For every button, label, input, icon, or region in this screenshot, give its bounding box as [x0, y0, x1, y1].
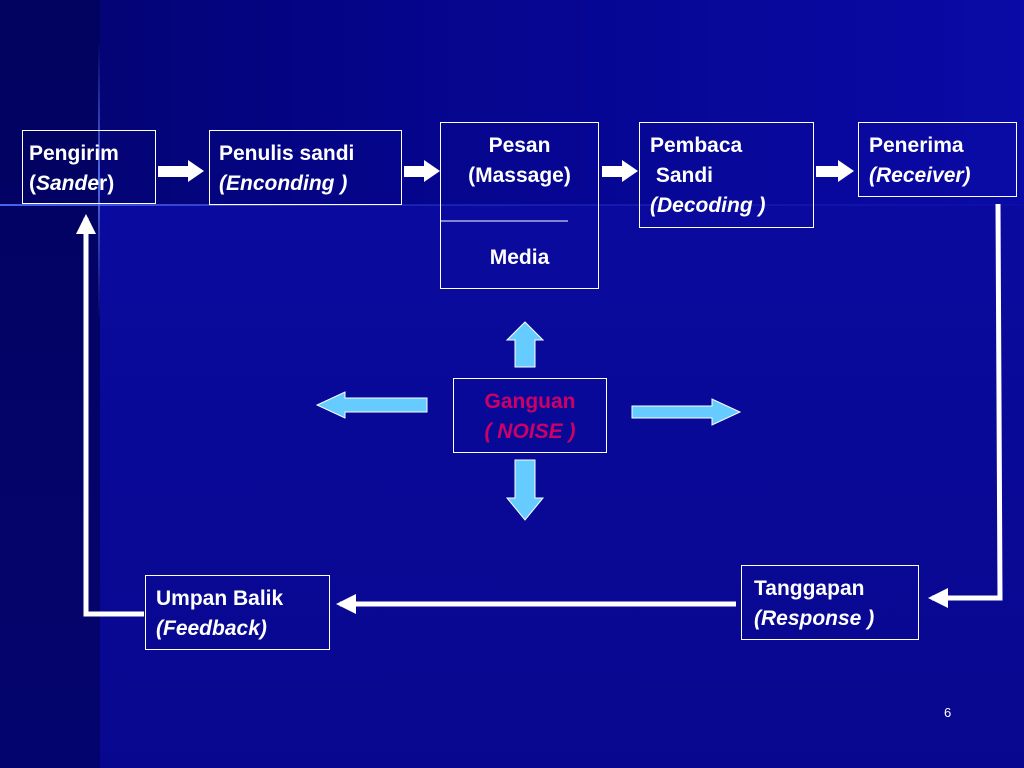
sender-label: Pengirim: [29, 142, 119, 165]
receiver-sublabel: (Receiver): [869, 164, 971, 187]
receiver-label: Penerima: [869, 134, 964, 157]
noise-arrow-right: [631, 398, 742, 426]
arrow-receiver-to-response: [928, 203, 1003, 608]
sender-sublabel-suffix: r): [99, 172, 115, 195]
decoder-sublabel: Sandi: [650, 164, 714, 187]
noise-sublabel: ( NOISE ): [484, 420, 576, 443]
sender-box: Pengirim (Sander): [22, 130, 156, 204]
response-sublabel: (Response ): [754, 607, 875, 630]
feedback-label: Umpan Balik: [156, 587, 284, 610]
noise-label: Ganguan: [484, 390, 576, 413]
decoder-italic: (Decoding ): [650, 194, 766, 217]
feedback-box: Umpan Balik (Feedback): [145, 575, 330, 650]
message-label: Pesan: [488, 134, 551, 157]
arrow-feedback-to-sender: [76, 214, 144, 617]
message-box: Pesan (Massage) Media: [440, 122, 599, 289]
slide-number: 6: [944, 705, 952, 720]
encoder-sublabel: (Enconding ): [219, 172, 348, 195]
sender-sublabel-prefix: (: [29, 172, 36, 195]
sender-sublabel: (Sander): [29, 169, 149, 199]
response-box: Tanggapan (Response ): [741, 565, 919, 640]
noise-arrow-left: [315, 391, 428, 419]
decorative-vertical-line: [98, 40, 100, 320]
decoder-label: Pembaca: [650, 134, 743, 157]
encoder-label: Penulis sandi: [219, 142, 355, 165]
receiver-box: Penerima (Receiver): [858, 122, 1017, 197]
sender-sublabel-italic: Sande: [36, 172, 100, 195]
media-label: Media: [489, 246, 550, 269]
arrow-encoder-to-message: [404, 160, 440, 182]
message-sublabel: (Massage): [468, 164, 571, 187]
background-left-strip: [0, 0, 100, 768]
arrow-message-to-decoder: [602, 160, 638, 182]
decorative-horizontal-line: [0, 204, 1024, 206]
noise-box: Ganguan ( NOISE ): [453, 378, 607, 453]
noise-arrow-down: [505, 459, 545, 521]
encoder-box: Penulis sandi (Enconding ): [209, 130, 402, 205]
arrow-sender-to-encoder: [158, 160, 204, 182]
arrow-decoder-to-receiver: [816, 160, 854, 182]
response-label: Tanggapan: [754, 577, 865, 600]
feedback-sublabel: (Feedback): [156, 617, 267, 640]
background-band: [0, 205, 1024, 768]
noise-arrow-up: [505, 321, 545, 368]
decoder-box: Pembaca Sandi (Decoding ): [639, 122, 814, 228]
